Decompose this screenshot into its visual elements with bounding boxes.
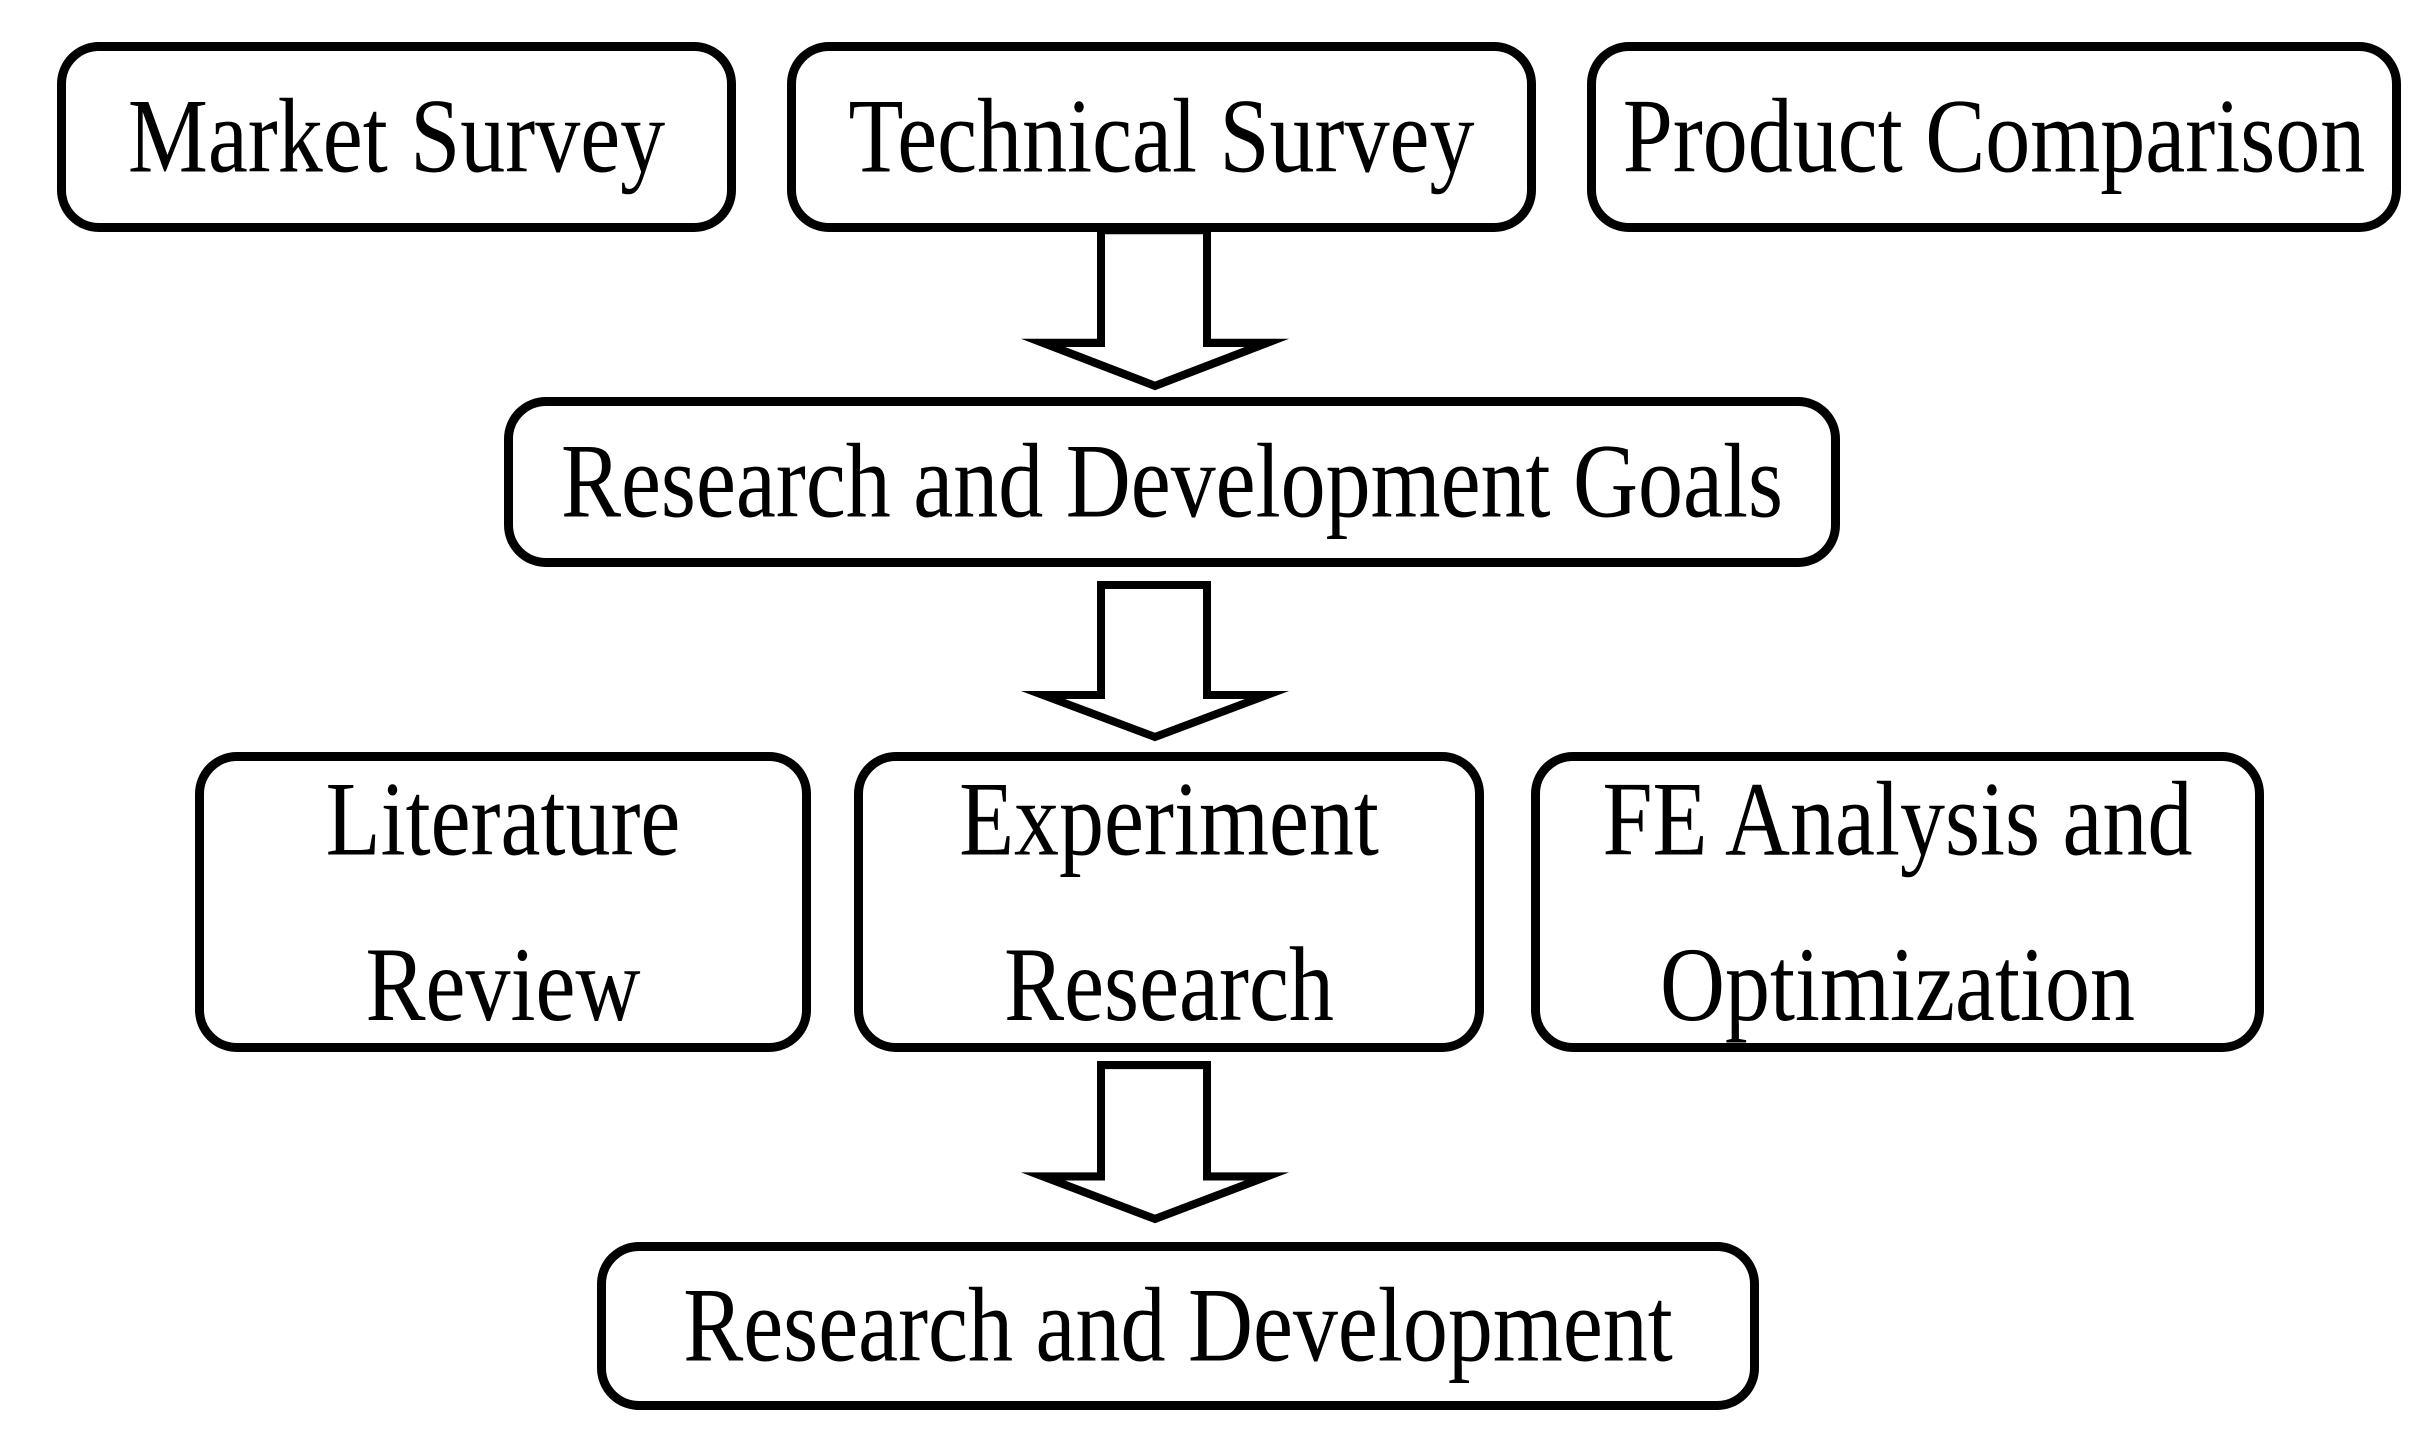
node-rd-goals-label: Research and Development Goals	[560, 423, 1784, 541]
node-research-and-development: Research and Development	[597, 1242, 1759, 1410]
node-rd-goals: Research and Development Goals	[504, 397, 1840, 567]
node-literature-review: Literature Review	[195, 752, 811, 1052]
node-research-and-development-label: Research and Development	[683, 1267, 1673, 1385]
node-experiment-research-label: Experiment Research	[959, 760, 1379, 1043]
node-fe-analysis-optimization: FE Analysis and Optimization	[1531, 752, 2264, 1052]
node-product-comparison: Product Comparison	[1587, 42, 2401, 232]
node-fe-analysis-optimization-label: FE Analysis and Optimization	[1602, 760, 2193, 1043]
node-product-comparison-label: Product Comparison	[1622, 78, 2366, 196]
down-arrow-icon	[1020, 1061, 1290, 1224]
node-literature-review-label: Literature Review	[325, 760, 681, 1043]
node-market-survey: Market Survey	[57, 42, 736, 232]
node-experiment-research: Experiment Research	[854, 752, 1484, 1052]
down-arrow-icon	[1020, 226, 1290, 391]
down-arrow-icon	[1020, 581, 1290, 742]
node-technical-survey: Technical Survey	[787, 42, 1536, 232]
node-technical-survey-label: Technical Survey	[848, 78, 1475, 196]
node-market-survey-label: Market Survey	[127, 78, 666, 196]
